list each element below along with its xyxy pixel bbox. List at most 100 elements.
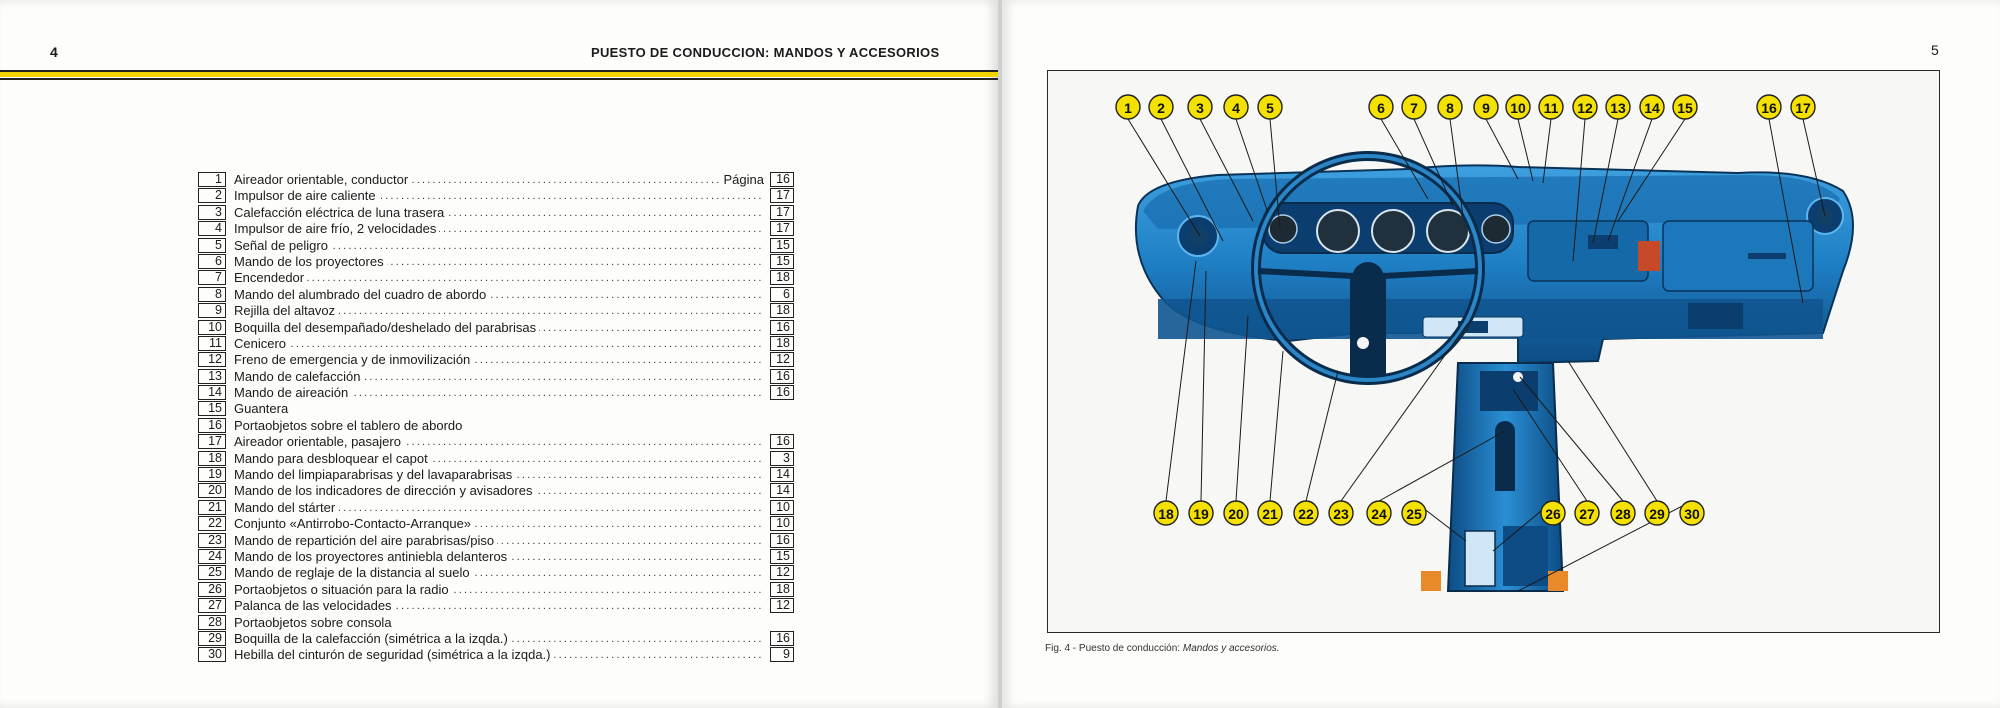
dashboard-body <box>1134 164 1854 365</box>
svg-text:3: 3 <box>1196 100 1204 116</box>
callout-23: 23 <box>1328 500 1354 526</box>
svg-text:27: 27 <box>1579 506 1595 522</box>
item-label: Guantera <box>234 401 292 418</box>
item-page-number: 6 <box>770 286 794 302</box>
item-label: Boquilla de la calefacción (simétrica a … <box>234 630 511 648</box>
item-page-number: 18 <box>770 270 794 286</box>
center-console <box>1421 362 1568 592</box>
svg-text:30: 30 <box>1684 506 1700 522</box>
item-label: Freno de emergencia y de inmovilización <box>234 352 474 369</box>
callout-17: 17 <box>1790 94 1816 120</box>
svg-text:26: 26 <box>1545 506 1561 522</box>
figure-caption: Fig. 4 - Puesto de conducción: Mandos y … <box>1045 643 1280 654</box>
item-number: 12 <box>198 352 226 368</box>
leader-line <box>1127 118 1201 237</box>
item-number: 22 <box>198 516 226 532</box>
item-page-number: 16 <box>770 368 794 384</box>
leader-dots: ........................................… <box>238 305 764 318</box>
leader-line <box>1200 270 1207 502</box>
leader-line <box>1378 430 1506 502</box>
svg-text:2: 2 <box>1157 100 1165 116</box>
page-number-right: 5 <box>1931 42 1939 58</box>
item-page-number: 17 <box>770 221 794 237</box>
svg-text:19: 19 <box>1193 506 1209 522</box>
leader-line <box>1517 118 1534 182</box>
page-number-left: 4 <box>50 44 58 60</box>
item-number: 20 <box>198 483 226 499</box>
item-number: 21 <box>198 499 226 515</box>
item-page-number: 16 <box>770 385 794 401</box>
item-page-number: 12 <box>770 598 794 614</box>
callout-11: 11 <box>1538 94 1564 120</box>
legend-row: 22 Conjunto «Antirrobo-Contacto-Arranque»… <box>198 516 794 533</box>
svg-text:16: 16 <box>1761 100 1777 116</box>
item-label: Portaobjetos sobre el tablero de abordo <box>234 417 466 435</box>
svg-text:6: 6 <box>1377 100 1385 116</box>
callout-16: 16 <box>1756 94 1782 120</box>
item-label: Mando del stárter <box>234 499 339 517</box>
callout-9: 9 <box>1473 94 1499 120</box>
item-number: 8 <box>198 286 226 302</box>
callout-21: 21 <box>1257 500 1283 526</box>
item-number: 26 <box>198 581 226 597</box>
callout-13: 13 <box>1605 94 1631 120</box>
callout-20: 20 <box>1223 500 1249 526</box>
item-label: Mando de los proyectores <box>234 253 387 271</box>
item-label: Boquilla del desempañado/deshelado del p… <box>234 319 540 336</box>
svg-text:29: 29 <box>1649 506 1665 522</box>
svg-text:18: 18 <box>1158 506 1174 522</box>
item-number: 28 <box>198 614 226 630</box>
leader-line <box>1512 388 1588 502</box>
svg-text:14: 14 <box>1644 100 1660 116</box>
item-label: Mando de repartición del aire parabrisas… <box>234 532 498 549</box>
item-page-number: 15 <box>770 237 794 253</box>
callout-19: 19 <box>1188 500 1214 526</box>
item-page-number: 18 <box>770 581 794 597</box>
callout-6: 6 <box>1368 94 1394 120</box>
item-label: Calefacción eléctrica de luna trasera <box>234 204 448 222</box>
leader-line <box>1449 118 1464 217</box>
item-page-number: 16 <box>770 434 794 450</box>
item-label: Mando del alumbrado del cuadro de abordo <box>234 286 490 304</box>
item-number: 9 <box>198 303 226 319</box>
leader-dots: ........................................… <box>238 387 764 400</box>
item-page-number: 16 <box>770 630 794 646</box>
item-label: Hebilla del cinturón de seguridad (simét… <box>234 647 554 664</box>
item-label: Conjunto «Antirrobo-Contacto-Arranque» <box>234 516 475 533</box>
leader-line <box>1165 260 1197 502</box>
callout-12: 12 <box>1572 94 1598 120</box>
item-page-number: 10 <box>770 499 794 515</box>
item-page-number: 18 <box>770 335 794 351</box>
leader-line <box>1380 118 1429 200</box>
item-page-number: 9 <box>770 647 794 663</box>
pagina-label: Página <box>720 172 764 189</box>
svg-text:12: 12 <box>1577 100 1593 116</box>
item-label: Mando para desbloquear el capot <box>234 450 431 468</box>
svg-text:7: 7 <box>1410 100 1418 116</box>
leader-line <box>1199 118 1254 222</box>
item-number: 5 <box>198 237 226 253</box>
item-number: 24 <box>198 548 226 564</box>
item-label: Impulsor de aire caliente <box>234 188 379 205</box>
item-label: Impulsor de aire frío, 2 velocidades <box>234 221 440 238</box>
